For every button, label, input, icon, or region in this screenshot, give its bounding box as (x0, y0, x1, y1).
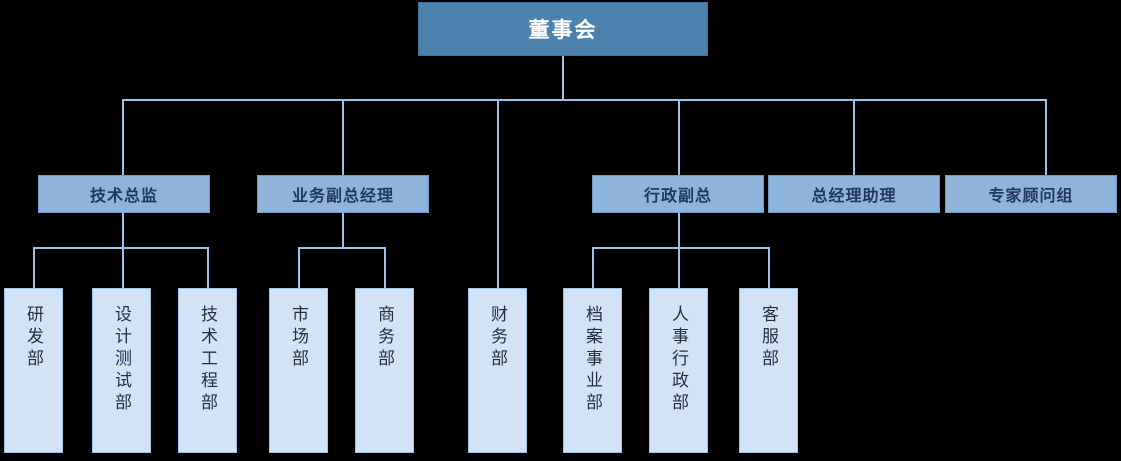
node-design-test-dept[interactable]: 设计测试部 (92, 288, 151, 453)
connector-to-market-dept (298, 247, 300, 289)
node-label: 人事行政部 (669, 305, 688, 415)
node-label: 业务副总经理 (291, 188, 394, 205)
node-label: 商务部 (375, 305, 394, 371)
connector-bus-to-business-vp (342, 99, 344, 175)
node-hr-admin-dept[interactable]: 人事行政部 (649, 288, 708, 453)
node-label: 技术工程部 (198, 305, 217, 415)
connector-to-archive-div (592, 247, 594, 289)
connector-to-hr-admin-dept (678, 247, 680, 289)
node-label: 财务部 (488, 305, 507, 371)
connector-admin-vp-drop (678, 213, 680, 248)
connector-to-design-test-dept (122, 247, 124, 289)
node-board-of-directors[interactable]: 董事会 (418, 2, 708, 56)
node-finance-dept[interactable]: 财务部 (468, 288, 527, 453)
node-label: 客服部 (759, 305, 778, 371)
node-admin-vp[interactable]: 行政副总 (592, 175, 764, 213)
node-label: 行政副总 (643, 188, 712, 205)
connector-business-vp-drop (342, 213, 344, 248)
connector-admin-vp-bus (592, 247, 770, 249)
node-label: 技术总监 (89, 188, 158, 205)
node-commerce-dept[interactable]: 商务部 (355, 288, 414, 453)
node-label: 专家顾问组 (988, 188, 1074, 205)
node-business-vp[interactable]: 业务副总经理 (257, 175, 429, 213)
connector-bus-to-gm-assistant (853, 99, 855, 175)
node-label: 设计测试部 (112, 305, 131, 415)
connector-main-bus (122, 99, 1047, 101)
node-expert-group[interactable]: 专家顾问组 (945, 175, 1117, 213)
connector-tech-director-drop (122, 213, 124, 248)
node-rnd-dept[interactable]: 研发部 (4, 288, 63, 453)
connector-to-tech-eng-dept (207, 247, 209, 289)
node-label: 市场部 (289, 305, 308, 371)
connector-tech-director-bus (33, 247, 209, 249)
node-market-dept[interactable]: 市场部 (269, 288, 328, 453)
node-gm-assistant[interactable]: 总经理助理 (768, 175, 940, 213)
connector-to-commerce-dept (384, 247, 386, 289)
node-archive-div[interactable]: 档案事业部 (563, 288, 622, 453)
node-service-dept[interactable]: 客服部 (739, 288, 798, 453)
connector-to-rnd-dept (33, 247, 35, 289)
connector-board-drop (562, 56, 564, 100)
node-label: 研发部 (24, 305, 43, 371)
connector-bus-to-finance-dept (497, 99, 499, 289)
connector-bus-to-admin-vp (678, 99, 680, 175)
node-label: 董事会 (528, 19, 598, 42)
node-tech-director[interactable]: 技术总监 (38, 175, 210, 213)
connector-bus-to-expert-group (1045, 99, 1047, 175)
connector-bus-to-tech-director (122, 99, 124, 175)
connector-to-service-dept (768, 247, 770, 289)
node-label: 档案事业部 (583, 305, 602, 415)
node-label: 总经理助理 (811, 188, 897, 205)
connector-business-vp-bus (298, 247, 386, 249)
node-tech-eng-dept[interactable]: 技术工程部 (178, 288, 237, 453)
